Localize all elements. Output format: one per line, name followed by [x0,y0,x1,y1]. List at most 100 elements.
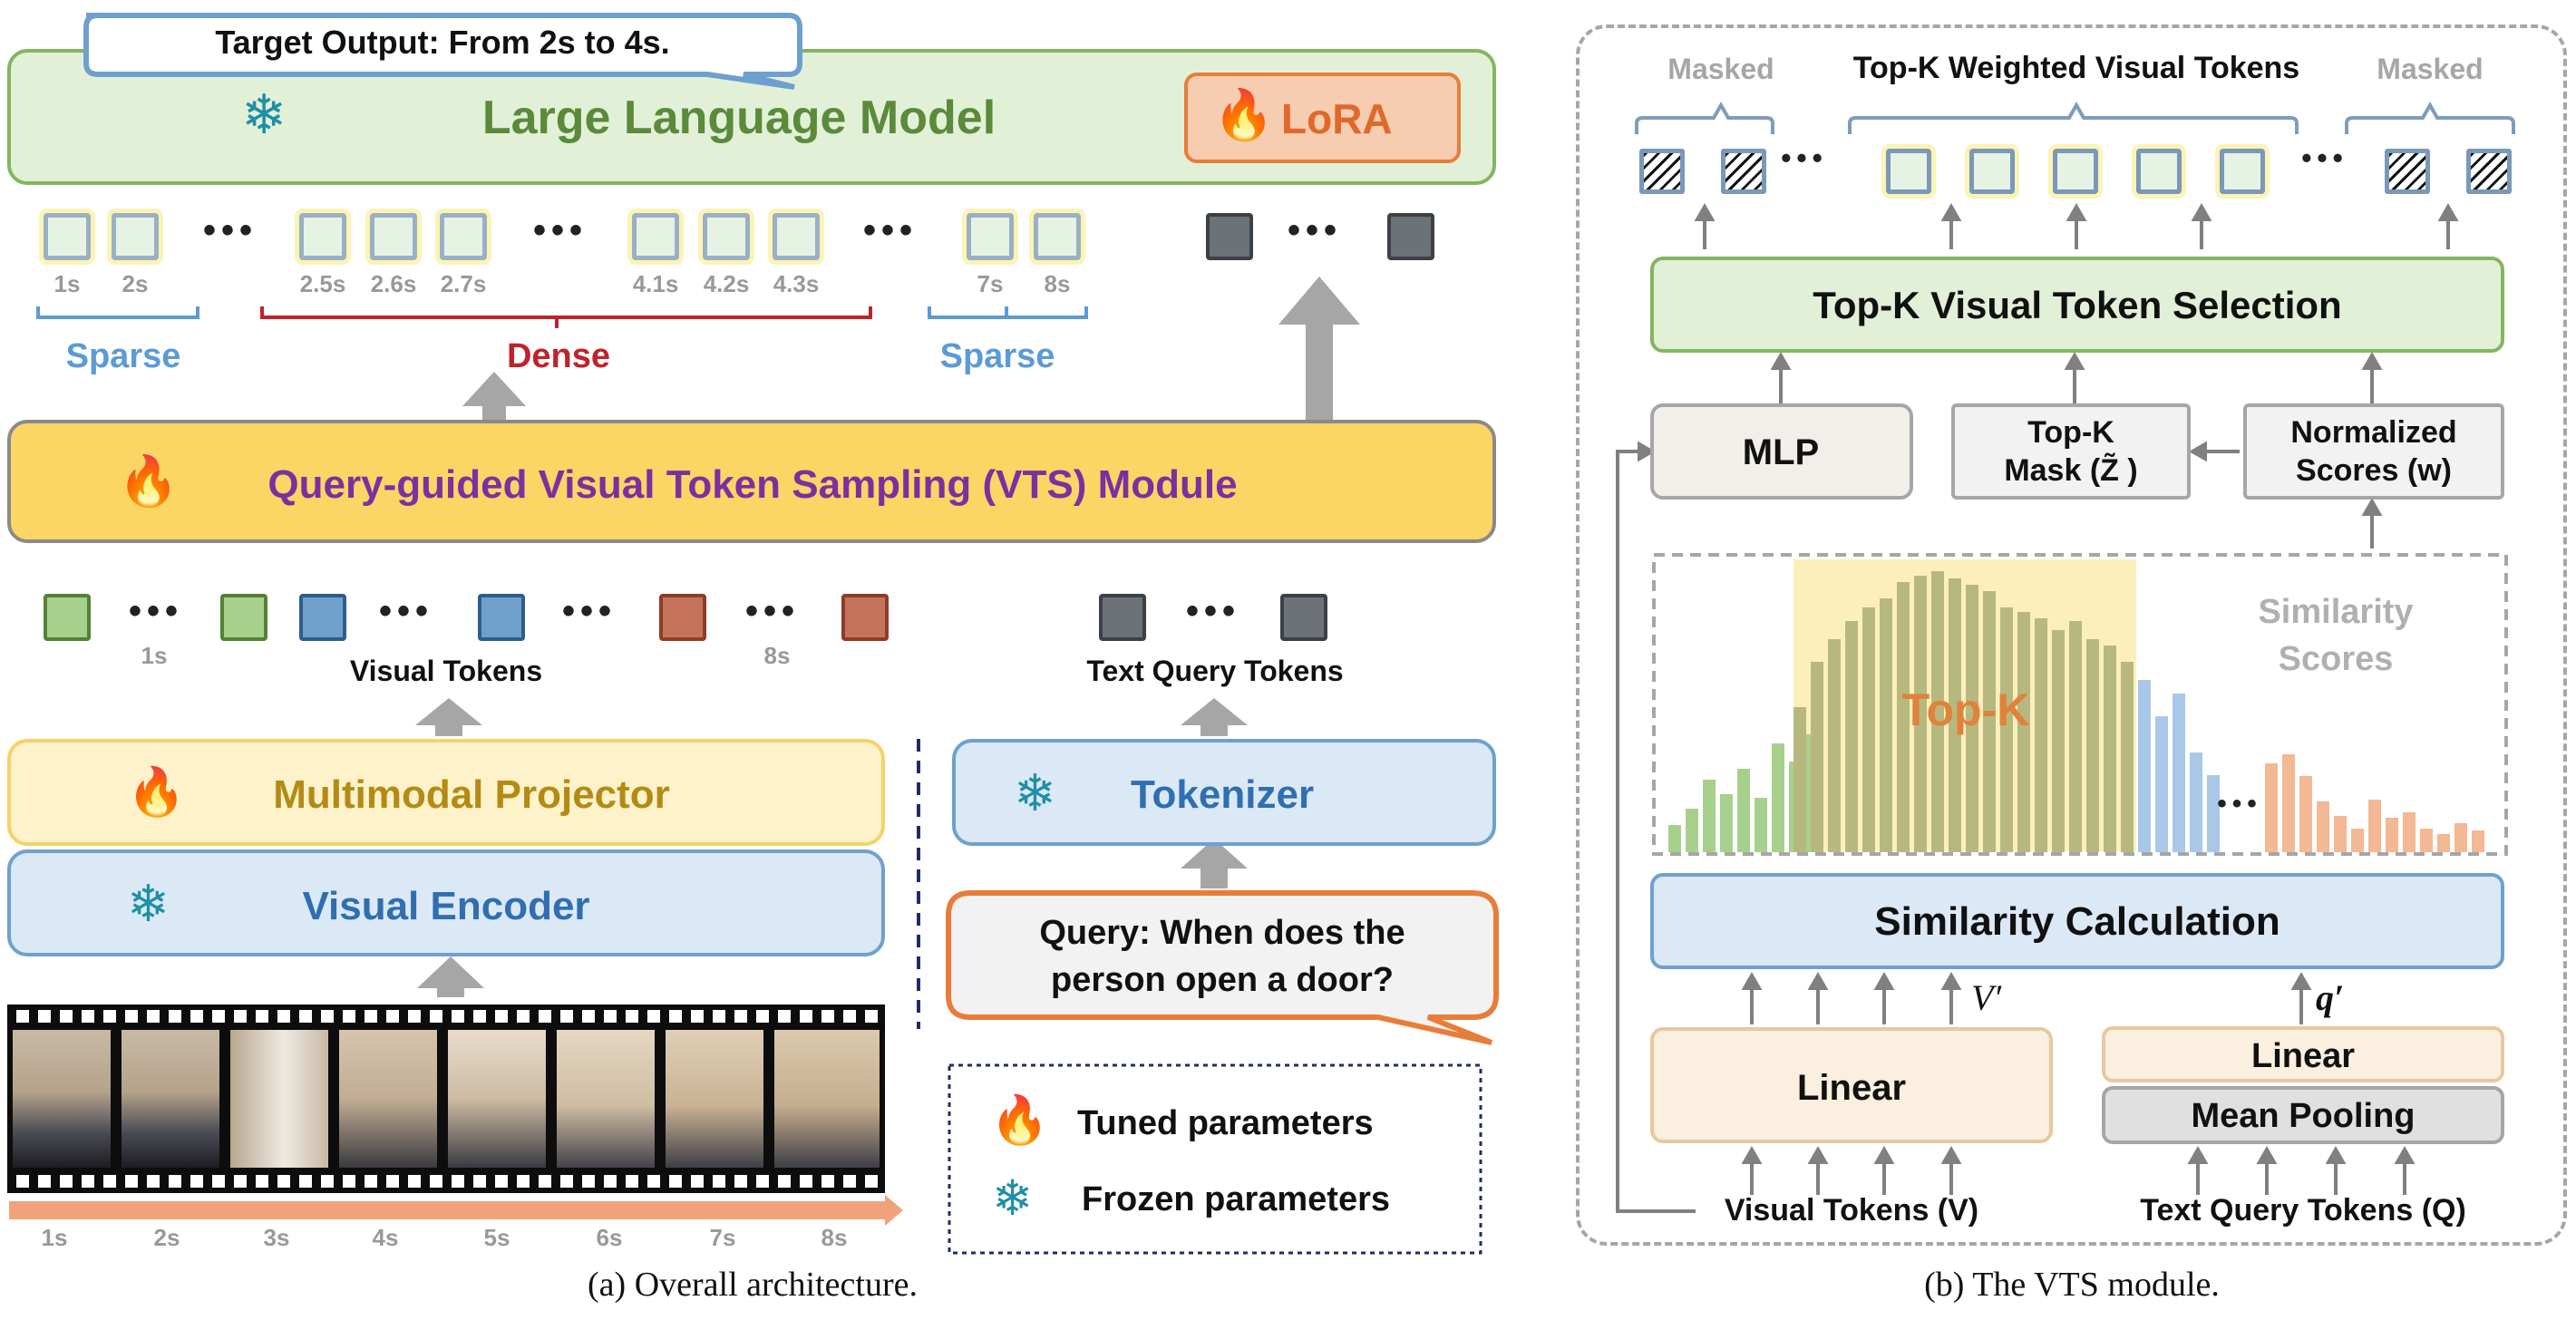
snowflake-icon: ❄ [241,84,287,145]
visual-tokens-label: Visual Tokens [349,655,543,687]
masked-token [1721,149,1766,194]
selected-token [299,213,346,260]
mean-pooling-label: Mean Pooling [2191,1097,2416,1135]
video-film-strip [7,1005,885,1193]
ellipsis: ••• [2217,789,2262,819]
visual-token [44,594,91,641]
weighted-token [1886,149,1931,194]
ellipsis: ••• [1185,591,1241,631]
video-frame [122,1030,219,1168]
text-token [1280,594,1327,641]
caption-a: (a) Overall architecture. [588,1266,918,1304]
normalized-scores-label-1: Normalized [2290,415,2457,450]
token-time: 4.3s [773,270,820,297]
projector-label: Multimodal Projector [273,772,670,817]
sparse-left-label: Sparse [65,337,181,375]
flame-icon: 🔥 [1213,88,1275,142]
topk-mask-box [1951,403,2191,500]
v-prime-label: V′ [1971,977,2002,1018]
selected-token [632,213,679,260]
masked-right-label: Masked [2377,53,2484,85]
visual-tokens-v-label: Visual Tokens (V) [1724,1193,1979,1228]
visual-token-time: 8s [763,642,791,669]
weighted-token [1969,149,2015,194]
masked-token [1639,149,1685,194]
ellipsis: ••• [128,591,184,631]
weighted-token [2136,149,2182,194]
ellipsis: ••• [202,210,258,250]
text-token [1387,213,1434,260]
ellipsis: ••• [561,591,617,631]
selected-token [773,213,820,260]
token-time: 1s [53,270,81,297]
vts-module-box [7,420,1496,543]
sparse-right-label: Sparse [939,337,1055,375]
selected-token [44,213,91,260]
selected-token [967,213,1014,260]
weighted-token [2053,149,2098,194]
topk-mask-label-1: Top-K [2027,415,2114,450]
vts-module-label: Query-guided Visual Token Sampling (VTS)… [267,462,1238,507]
snowflake-icon: ❄ [127,875,170,932]
visual-token [841,594,889,641]
topk-selection-box [1650,257,2504,353]
timeline-label: 1s [41,1224,68,1251]
token-time: 4.1s [632,270,679,297]
ellipsis: ••• [2301,141,2348,174]
token-time: 7s [977,270,1004,297]
ellipsis: ••• [378,591,434,631]
encoder-label: Visual Encoder [302,884,590,928]
timeline-label: 3s [263,1224,290,1251]
token-time: 2.6s [370,270,417,297]
query-line-2: person open a door? [1051,961,1394,999]
lora-box [1184,73,1461,163]
masked-token [2385,149,2430,194]
ellipsis: ••• [1781,141,1828,174]
timeline-label: 6s [596,1224,623,1251]
encoder-box [7,849,885,956]
flame-icon: 🔥 [118,454,180,509]
caption-b: (b) The VTS module. [1924,1266,2220,1304]
timeline-label: 8s [821,1224,848,1251]
ellipsis: ••• [1287,210,1343,250]
dense-label: Dense [506,337,611,375]
token-time: 4.2s [703,270,750,297]
visual-token [220,594,267,641]
similarity-calc-box [1650,873,2504,969]
linear-left-box [1650,1027,2053,1143]
visual-token [659,594,706,641]
masked-left-label: Masked [1667,53,1774,85]
q-prime-label: q′ [2316,977,2345,1018]
similarity-scores-label-2: Scores [2278,640,2394,678]
selected-token [703,213,750,260]
linear-left-label: Linear [1796,1068,1907,1108]
flame-icon: 🔥 [990,1094,1049,1147]
tokenizer-box [952,739,1496,846]
video-frame [339,1030,437,1168]
topk-label: Top-K [1901,684,2030,735]
timeline-label: 2s [153,1224,180,1251]
llm-label: Large Language Model [481,92,996,144]
weighted-token [2220,149,2265,194]
text-token [1099,594,1146,641]
selected-token [440,213,487,260]
ellipsis: ••• [862,210,919,250]
topk-mask-label-2: Mask (Z̃ ) [2004,453,2138,488]
normalized-scores-label-2: Scores (w) [2296,453,2452,488]
video-frame [774,1030,880,1168]
normalized-scores-box [2243,403,2504,500]
token-time: 2.7s [440,270,487,297]
vts-panel-frame [1576,24,2567,1246]
text-token [1206,213,1253,260]
legend-frozen-label: Frozen parameters [1082,1180,1391,1218]
video-frame [666,1030,763,1168]
query-line-1: Query: When does the [1039,914,1405,952]
token-time: 2s [122,270,149,297]
token-time: 2.5s [299,270,346,297]
video-frame [13,1030,111,1168]
tokenizer-label: Tokenizer [1130,772,1315,817]
mean-pooling-box [2102,1086,2504,1144]
linear-right-box [2102,1026,2504,1082]
legend-tuned-label: Tuned parameters [1077,1104,1374,1142]
